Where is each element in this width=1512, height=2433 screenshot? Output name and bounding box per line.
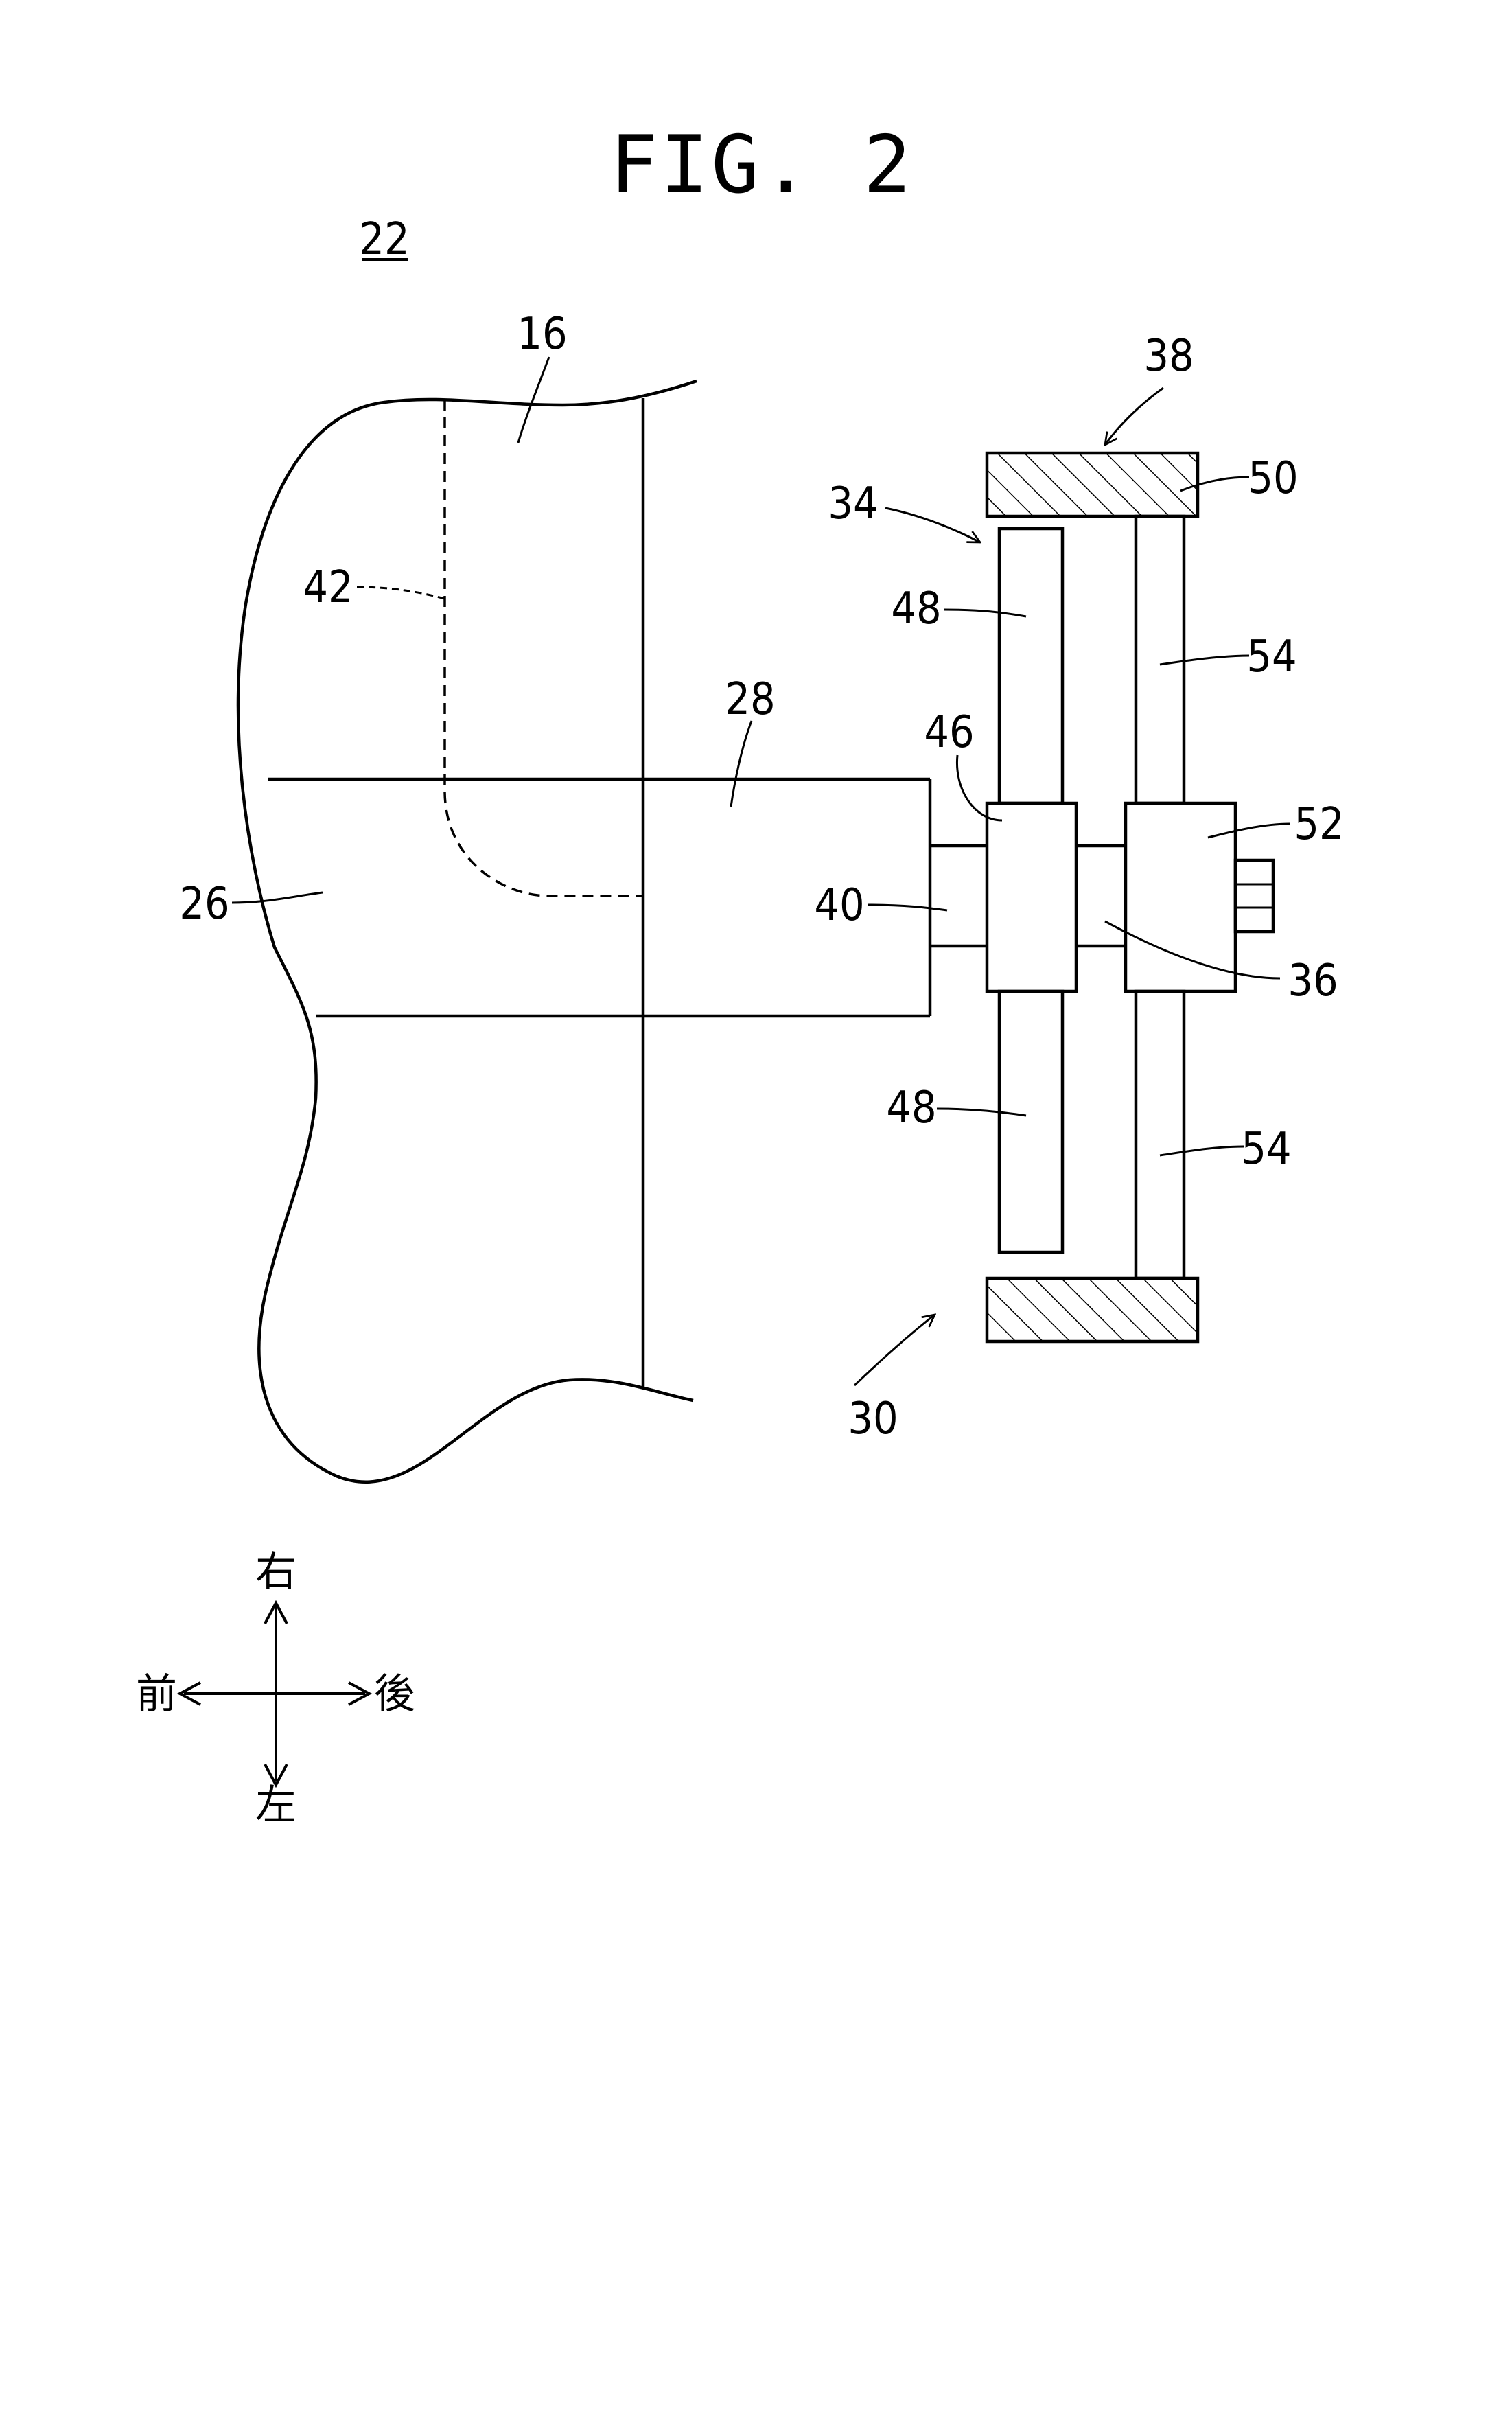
leader-52: [1207, 822, 1291, 839]
arm-54-top: [1134, 514, 1186, 805]
hub-46: [985, 801, 1078, 993]
label-36: 36: [1288, 956, 1338, 1006]
direction-right: 右: [255, 1548, 296, 1596]
leader-54-bottom: [1159, 1145, 1244, 1157]
arrow-30: [853, 1315, 935, 1387]
leader-54-top: [1159, 654, 1250, 666]
body-16-outline: [236, 379, 697, 1484]
label-40: 40: [814, 880, 864, 931]
leader-46: [955, 754, 1003, 822]
figure-title: FIG. 2: [609, 119, 914, 211]
blade-48-bottom: [997, 989, 1065, 1254]
leader-26: [231, 891, 323, 904]
plate-50-top: [985, 451, 1200, 518]
leader-48-top: [943, 608, 1027, 618]
arm-54-bottom: [1134, 989, 1186, 1280]
dashed-42: [443, 400, 643, 897]
label-50: 50: [1248, 453, 1298, 504]
label-48-top: 48: [891, 584, 941, 634]
direction-left: 左: [255, 1781, 296, 1830]
arrow-up-icon: [264, 1600, 288, 1624]
blade-48-top: [997, 527, 1065, 805]
arrow-left-icon: [176, 1681, 201, 1706]
hub-52: [1124, 801, 1237, 993]
reference-22: 22: [359, 214, 409, 265]
label-52: 52: [1294, 799, 1344, 850]
label-16: 16: [517, 309, 567, 360]
label-42: 42: [303, 562, 353, 613]
direction-rear: 後: [374, 1670, 415, 1718]
leader-40: [868, 903, 948, 912]
label-48-bottom: 48: [886, 1083, 936, 1133]
label-26: 26: [179, 879, 229, 930]
label-46: 46: [924, 707, 974, 758]
label-30: 30: [848, 1394, 898, 1444]
leader-48-bottom: [936, 1107, 1027, 1117]
leader-36: [1104, 920, 1281, 980]
label-28: 28: [725, 674, 775, 725]
leader-28: [730, 720, 753, 807]
arrow-38: [1105, 387, 1164, 445]
direction-front: 前: [136, 1670, 177, 1718]
arrow-right-icon: [348, 1681, 373, 1706]
leader-16: [517, 356, 550, 443]
label-54-top: 54: [1246, 632, 1296, 682]
label-34: 34: [828, 478, 878, 529]
leader-50: [1180, 476, 1250, 492]
leader-42: [356, 586, 445, 600]
label-54-bottom: 54: [1241, 1124, 1291, 1175]
nut: [1233, 858, 1275, 934]
label-38: 38: [1143, 331, 1194, 382]
plate-50-bottom: [985, 1276, 1200, 1344]
arrow-down-icon: [264, 1764, 288, 1788]
arrow-34: [885, 507, 980, 542]
